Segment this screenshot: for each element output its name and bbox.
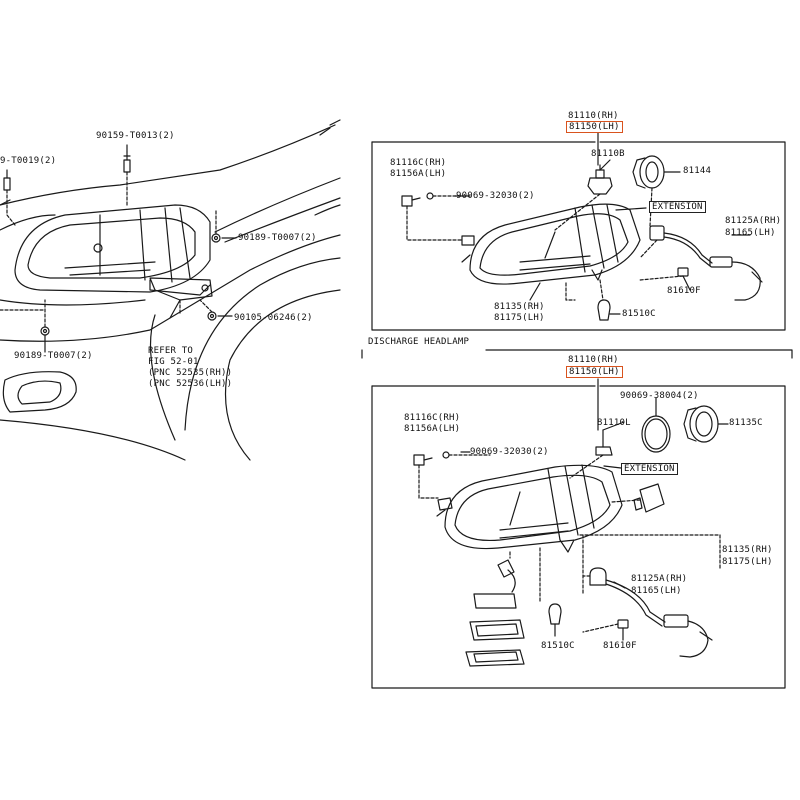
label-discharge-headlamp: DISCHARGE HEADLAMP xyxy=(368,337,470,347)
label-top-81610f: 81610F xyxy=(667,286,701,296)
bottom-leader-lines xyxy=(418,454,721,633)
label-refer-to-fig: REFER TO FIG 52-01 (PNC 52535(RH)) (PNC … xyxy=(148,346,233,389)
label-top-81135: 81135(RH) xyxy=(494,302,545,312)
top-bulb-and-cap xyxy=(401,155,763,321)
label-90189-t0007-lower: 90189-T0007(2) xyxy=(14,351,93,361)
bottom-solid-leaders xyxy=(423,385,729,641)
label-bot-81165: 81165(LH) xyxy=(631,586,682,596)
left-leader-lines xyxy=(0,171,217,328)
label-top-81110b: 81110B xyxy=(591,149,625,159)
label-90105-06246: 90105-06246(2) xyxy=(234,313,313,323)
discharge-bracket-line xyxy=(361,349,793,359)
top-solid-leaders xyxy=(411,141,751,315)
label-bot-81110-rh: 81110(RH) xyxy=(568,355,619,365)
label-t0019: 9-T0019(2) xyxy=(0,156,57,166)
label-bot-extension: EXTENSION xyxy=(621,463,678,475)
label-top-81144: 81144 xyxy=(683,166,712,176)
label-bot-90069-38004: 90069-38004(2) xyxy=(620,391,699,401)
left-solid-leaders xyxy=(44,144,237,353)
label-top-90069-32030: 90069-32030(2) xyxy=(456,191,535,201)
label-bot-81510c: 81510C xyxy=(541,641,575,651)
label-bot-81135c: 81135C xyxy=(729,418,763,428)
label-top-81175: 81175(LH) xyxy=(494,313,545,323)
label-bot-81116c: 81116C(RH) xyxy=(404,413,461,423)
label-top-81510c: 81510C xyxy=(622,309,656,319)
label-bot-81150-lh: 81150(LH) xyxy=(566,366,623,378)
label-top-81125a: 81125A(RH) xyxy=(725,216,782,226)
label-bot-81110l: 81110L xyxy=(597,418,631,428)
label-bot-81156a: 81156A(LH) xyxy=(404,424,461,434)
top-leader-lines xyxy=(406,187,684,301)
vehicle-body-outline xyxy=(0,119,341,461)
label-top-81110-rh: 81110(RH) xyxy=(568,111,619,121)
label-bot-81125a: 81125A(RH) xyxy=(631,574,688,584)
top-headlamp-unit xyxy=(461,203,641,285)
bottom-headlamp-unit xyxy=(436,464,623,553)
label-top-extension: EXTENSION xyxy=(649,201,706,213)
left-headlamp-assembly xyxy=(14,204,213,301)
bottom-components xyxy=(413,405,719,667)
label-90159-t0013: 90159-T0013(2) xyxy=(96,131,175,141)
label-90189-t0007-upper: 90189-T0007(2) xyxy=(238,233,317,243)
label-top-81150-lh: 81150(LH) xyxy=(566,121,623,133)
bottom-panel-frame xyxy=(371,378,786,689)
label-bot-81175: 81175(LH) xyxy=(722,557,773,567)
label-top-81165: 81165(LH) xyxy=(725,228,776,238)
label-bot-81610f: 81610F xyxy=(603,641,637,651)
top-panel-frame xyxy=(371,132,786,331)
label-bot-81135: 81135(RH) xyxy=(722,545,773,555)
label-bot-90069-32030: 90069-32030(2) xyxy=(470,447,549,457)
left-fasteners xyxy=(3,151,221,336)
label-top-81116c: 81116C(RH) xyxy=(390,158,447,168)
label-top-81156a: 81156A(LH) xyxy=(390,169,447,179)
